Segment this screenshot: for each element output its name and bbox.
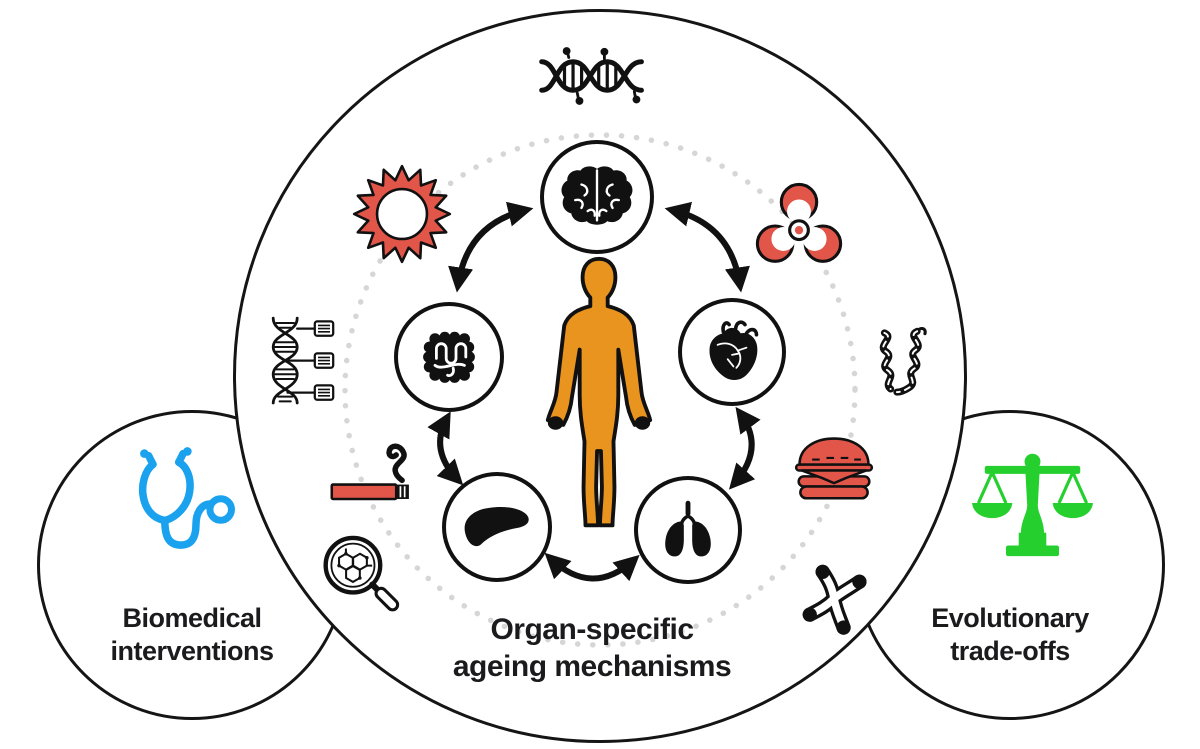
arrow-brain-heart xyxy=(664,201,750,293)
right-label: Evolutionary trade-offs xyxy=(870,602,1150,668)
arrow-intestines-brain xyxy=(448,201,534,293)
human-silhouette xyxy=(540,255,658,535)
protein-helix-icon xyxy=(861,315,939,410)
epigenetic-dna-icon xyxy=(246,312,338,410)
brain-circle xyxy=(540,140,654,254)
center-label-line2: ageing mechanisms xyxy=(452,649,732,683)
hamburger-icon xyxy=(788,431,880,505)
liver-circle xyxy=(442,472,552,582)
stethoscope-icon xyxy=(112,445,252,574)
balance-scales-icon xyxy=(960,450,1105,572)
arrow-liver-lungs xyxy=(544,552,640,582)
cigarette-icon xyxy=(326,432,424,510)
arrow-heart-lungs xyxy=(728,406,761,490)
lungs-circle xyxy=(634,476,742,584)
left-label: Biomedical interventions xyxy=(52,602,332,668)
brain-icon xyxy=(561,166,633,225)
dna-damage-icon xyxy=(536,45,650,107)
right-label-line2: trade-offs xyxy=(950,635,1070,666)
biohazard-icon xyxy=(747,172,851,280)
heart-icon xyxy=(709,320,759,380)
left-label-line2: interventions xyxy=(110,635,274,666)
dotted-ring xyxy=(342,132,858,648)
chromosome-icon xyxy=(788,551,880,646)
arrow-intestines-liver xyxy=(427,411,464,486)
lungs-icon xyxy=(665,500,711,557)
center-label-line1: Organ-specific xyxy=(490,613,694,646)
intestines-icon xyxy=(423,331,475,383)
right-label-line1: Evolutionary xyxy=(931,603,1089,633)
molecule-magnifier-icon xyxy=(316,528,404,620)
left-label-line1: Biomedical xyxy=(122,603,262,633)
organ-arrows xyxy=(427,201,761,582)
heart-circle xyxy=(678,298,786,406)
uv-sun-icon xyxy=(350,162,454,266)
center-label: Organ-specific ageing mechanisms xyxy=(392,612,792,685)
intestines-circle xyxy=(394,302,504,412)
liver-icon xyxy=(464,506,529,547)
